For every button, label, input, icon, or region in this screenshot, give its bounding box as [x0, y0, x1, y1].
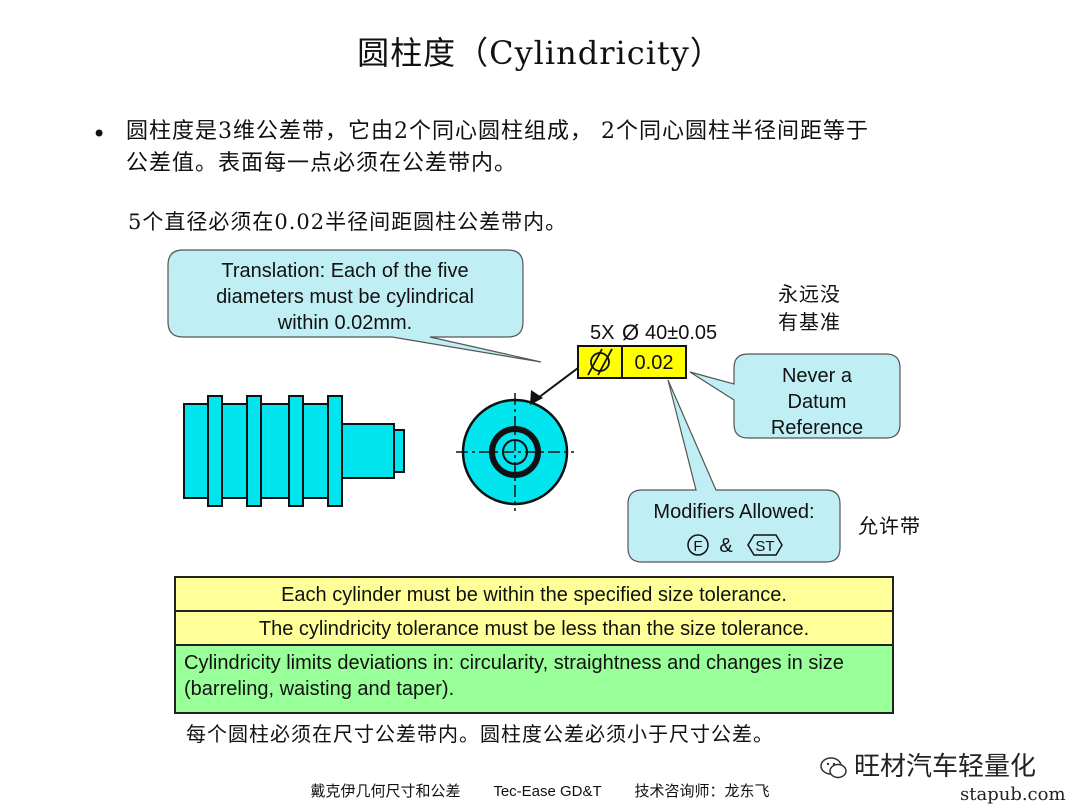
- bullet-line-1: 圆柱度是3维公差带，它由2个同心圆柱组成， 2个同心圆柱半径间距等于: [126, 119, 869, 144]
- table-row: Each cylinder must be within the specifi…: [176, 578, 892, 612]
- free-state-icon: [687, 534, 709, 556]
- table-row: The cylindricity tolerance must be less …: [176, 612, 892, 646]
- modifiers-title: Modifiers Allowed:: [653, 501, 814, 523]
- rules-table: Each cylinder must be within the specifi…: [174, 576, 894, 714]
- size-value: 40±0.05: [645, 322, 717, 344]
- datum-line-1: Never a: [782, 365, 853, 387]
- modifier-st: ST: [755, 538, 774, 555]
- cylindricity-symbol-icon: [587, 348, 613, 376]
- watermark: 旺材汽车轻量化: [820, 746, 1036, 783]
- leader-arrowhead: [530, 390, 543, 405]
- bullet-line-2: 公差值。表面每一点必须在公差带内。: [126, 151, 518, 176]
- diameter-symbol: Ø: [622, 320, 639, 345]
- modifier-amp: &: [719, 535, 733, 557]
- modifiers-callout: [627, 379, 841, 563]
- footer-left: 戴克伊几何尺寸和公差: [310, 782, 461, 800]
- datum-line-2: Datum: [788, 391, 847, 413]
- translation-line-1: Translation: Each of the five: [221, 260, 468, 282]
- footer: 戴克伊几何尺寸和公差 Tec-Ease GD&T 技术咨询师：龙东飞: [0, 780, 1080, 801]
- footer-mid: Tec-Ease GD&T: [493, 783, 602, 800]
- translation-line-2: diameters must be cylindrical: [216, 286, 474, 308]
- size-prefix: 5X: [590, 322, 614, 344]
- table-row-green: Cylindricity limits deviations in: circu…: [176, 646, 892, 712]
- never-datum-cn: 永远没 有基准: [778, 282, 841, 334]
- translation-callout: [167, 249, 542, 363]
- leader-line: [537, 367, 579, 399]
- part-side-view: [183, 395, 405, 507]
- subline: 5个直径必须在0.02半径间距圆柱公差带内。: [128, 210, 568, 234]
- modifier-f: F: [693, 538, 702, 555]
- datum-callout: [689, 353, 901, 439]
- statistical-tolerance-icon: [747, 534, 783, 556]
- wechat-icon: [820, 756, 847, 778]
- part-end-view: [456, 393, 574, 511]
- feature-control-frame: 0.02: [577, 345, 687, 379]
- footer-right: 技术咨询师：龙东飞: [634, 782, 770, 800]
- datum-line-3: Reference: [771, 417, 863, 439]
- watermark-text: 旺材汽车轻量化: [854, 752, 1037, 782]
- bullet-text: 圆柱度是3维公差带，它由2个同心圆柱组成， 2个同心圆柱半径间距等于 公差值。表…: [126, 116, 1026, 180]
- tolerance-value: 0.02: [635, 352, 674, 374]
- bottom-note: 每个圆柱必须在尺寸公差带内。圆柱度公差必须小于尺寸公差。: [186, 722, 774, 746]
- translation-line-3: within 0.02mm.: [277, 312, 413, 334]
- allowed-cn: 允许带: [858, 514, 921, 538]
- bullet-marker: •: [92, 120, 107, 148]
- site-url[interactable]: stapub.com: [960, 784, 1066, 805]
- page-title: 圆柱度（Cylindricity）: [357, 34, 723, 72]
